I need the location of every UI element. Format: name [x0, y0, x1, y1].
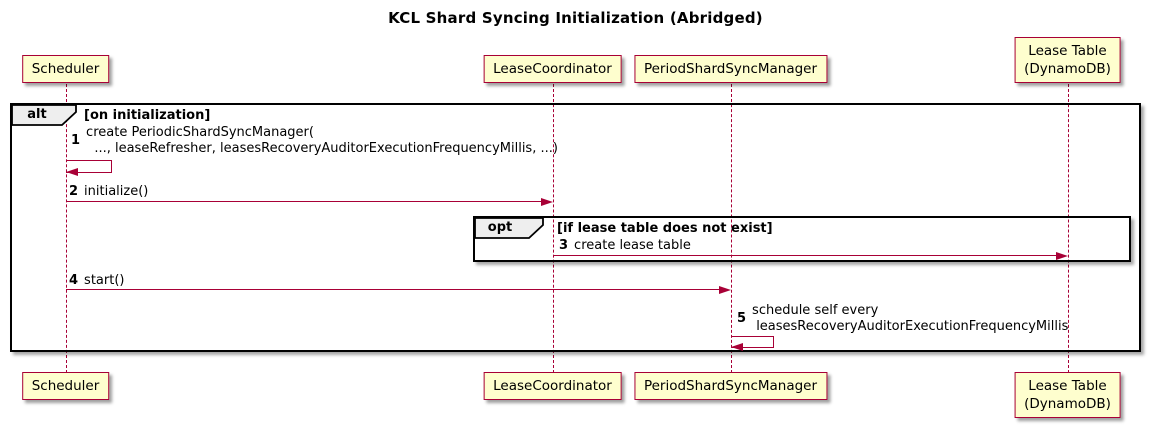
- message-number: 3: [559, 238, 569, 253]
- participant-scheduler-bottom: Scheduler: [21, 372, 110, 400]
- lifeline-scheduler: [65, 84, 67, 373]
- participant-lease-table-top: Lease Table (DynamoDB): [1014, 37, 1121, 83]
- message-text: initialize(): [84, 184, 149, 199]
- message-number: 5: [737, 310, 747, 326]
- message-2-label: 2 initialize(): [69, 184, 148, 200]
- participant-scheduler-top: Scheduler: [21, 55, 110, 83]
- alt-frame: alt [on initialization]: [10, 103, 1141, 352]
- arrowhead-right-icon: [719, 285, 731, 294]
- message-number: 1: [71, 132, 81, 148]
- message-1-label: 1 create PeriodicShardSyncManager( ..., …: [71, 125, 558, 156]
- message-5-label: 5 schedule self every leasesRecoveryAudi…: [737, 303, 1068, 334]
- participant-lease-table-bottom: Lease Table (DynamoDB): [1014, 372, 1121, 418]
- lifeline-lease-coordinator: [552, 84, 554, 373]
- message-text: create PeriodicShardSyncManager( ..., le…: [86, 125, 558, 156]
- message-2-arrow: [66, 201, 543, 202]
- message-text: start(): [84, 273, 125, 288]
- arrowhead-left-icon: [66, 168, 78, 176]
- message-1-self-arrow: [66, 160, 112, 173]
- opt-frame: opt [if lease table does not exist]: [473, 216, 1131, 262]
- opt-frame-keyword: opt: [487, 220, 513, 235]
- message-4-label: 4 start(): [69, 273, 124, 289]
- participant-lease-coordinator-top: LeaseCoordinator: [483, 55, 622, 83]
- message-text: schedule self every leasesRecoveryAudito…: [752, 303, 1069, 334]
- message-number: 2: [69, 184, 79, 199]
- frame-label-pentagon-icon: [474, 217, 544, 239]
- message-5-self-arrow: [731, 336, 774, 348]
- lifeline-period-shard-sync-manager: [730, 84, 732, 373]
- participant-period-shard-sync-manager-bottom: PeriodShardSyncManager: [633, 372, 828, 400]
- message-3-arrow: [553, 255, 1058, 256]
- arrowhead-left-icon: [731, 343, 743, 351]
- frame-label-pentagon-icon: [11, 104, 77, 126]
- alt-frame-condition: [on initialization]: [84, 108, 211, 123]
- participant-period-shard-sync-manager-top: PeriodShardSyncManager: [633, 55, 828, 83]
- diagram-title: KCL Shard Syncing Initialization (Abridg…: [388, 9, 763, 27]
- alt-frame-keyword: alt: [27, 107, 47, 122]
- message-number: 4: [69, 273, 79, 288]
- arrowhead-right-icon: [541, 197, 553, 206]
- message-text: create lease table: [574, 238, 691, 253]
- message-3-label: 3 create lease table: [559, 238, 691, 254]
- participant-lease-coordinator-bottom: LeaseCoordinator: [483, 372, 622, 400]
- opt-frame-condition: [if lease table does not exist]: [557, 221, 773, 236]
- message-4-arrow: [66, 289, 722, 290]
- lifeline-lease-table: [1067, 84, 1069, 373]
- arrowhead-right-icon: [1056, 251, 1068, 260]
